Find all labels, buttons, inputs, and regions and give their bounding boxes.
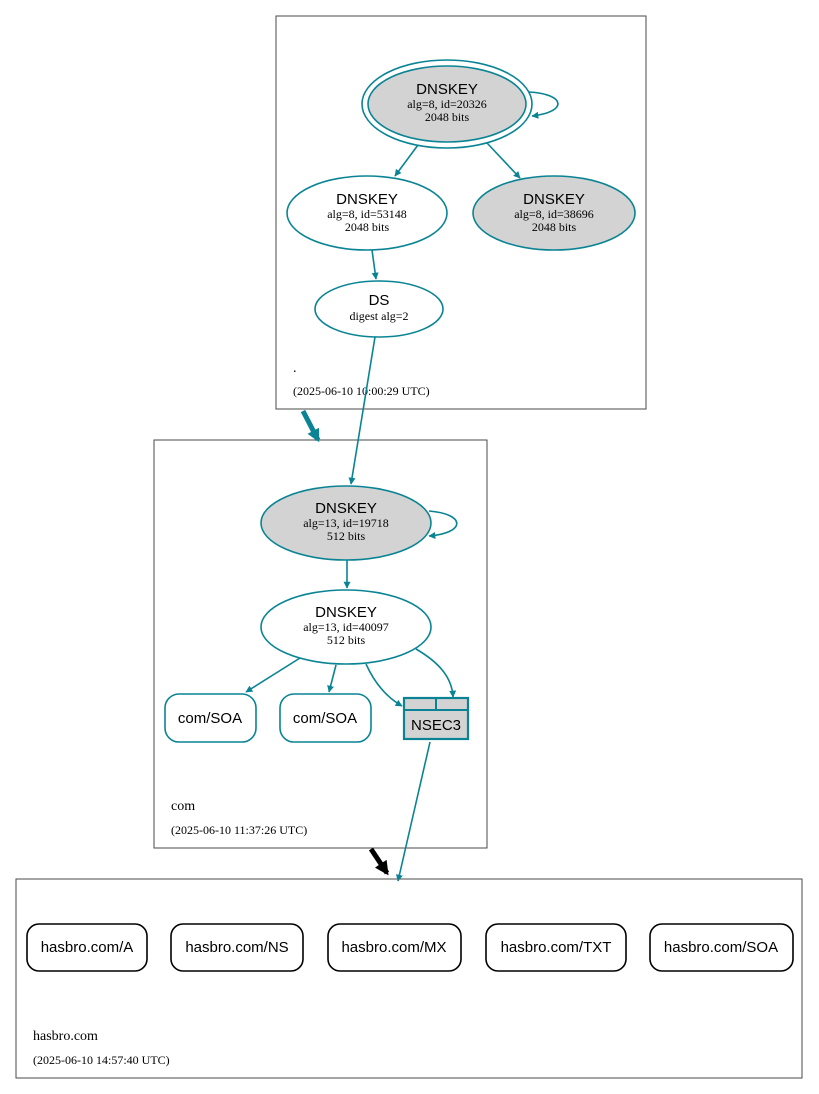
edge-com-zsk-soa2 <box>327 664 337 693</box>
edge-com-zsk-soa1 <box>245 657 301 693</box>
node-com-soa-2: com/SOA <box>279 693 372 743</box>
zone-hasbro: hasbro.com (2025-06-10 14:57:40 UTC) <box>15 878 803 1079</box>
record-label: hasbro.com/SOA <box>664 939 778 956</box>
edge-ds-com-ksk <box>348 336 376 485</box>
node-root-ksk-title: DNSKEY <box>416 81 478 98</box>
node-root-zsk1-line1: alg=8, id=53148 <box>327 207 407 221</box>
zone-hasbro-name: hasbro.com <box>33 1029 98 1044</box>
record-label: hasbro.com/NS <box>185 939 288 956</box>
node-root-zsk2-line2: 2048 bits <box>532 220 577 234</box>
node-root-zsk2: DNSKEY alg=8, id=38696 2048 bits <box>472 175 636 251</box>
node-com-zsk-title: DNSKEY <box>315 604 377 621</box>
edge-com-zsk-nsec3-b <box>415 648 457 698</box>
node-root-ksk: DNSKEY alg=8, id=20326 2048 bits <box>361 59 533 149</box>
edge-nsec3-hasbro <box>396 741 431 882</box>
node-com-zsk-line2: 512 bits <box>327 633 366 647</box>
node-root-zsk1-line2: 2048 bits <box>345 220 390 234</box>
edge-zsk1-ds <box>371 249 379 280</box>
record-hasbro-txt: hasbro.com/TXT <box>485 923 627 972</box>
edge-root-ksk-zsk2 <box>486 142 521 179</box>
node-com-ksk-title: DNSKEY <box>315 500 377 517</box>
edge-delegation-root-com <box>300 409 321 443</box>
zone-hasbro-timestamp: (2025-06-10 14:57:40 UTC) <box>33 1053 170 1067</box>
node-root-zsk2-title: DNSKEY <box>523 191 585 208</box>
node-root-ksk-line1: alg=8, id=20326 <box>407 97 487 111</box>
node-com-soa-2-label: com/SOA <box>293 710 357 727</box>
record-hasbro-soa: hasbro.com/SOA <box>649 923 794 972</box>
edge-delegation-com-hasbro <box>368 847 390 876</box>
node-root-ksk-line2: 2048 bits <box>425 110 470 124</box>
node-com-zsk-line1: alg=13, id=40097 <box>303 620 389 634</box>
node-ds: DS digest alg=2 <box>314 280 444 338</box>
record-hasbro-mx: hasbro.com/MX <box>327 923 462 972</box>
node-root-zsk1-title: DNSKEY <box>336 191 398 208</box>
node-nsec3: NSEC3 <box>402 696 470 741</box>
node-com-ksk-line2: 512 bits <box>327 529 366 543</box>
node-ds-line1: digest alg=2 <box>349 309 408 323</box>
node-com-soa-1-label: com/SOA <box>178 710 242 727</box>
node-com-ksk-line1: alg=13, id=19718 <box>303 516 389 530</box>
edge-root-ksk-zsk1 <box>394 144 419 177</box>
record-hasbro-ns: hasbro.com/NS <box>170 923 304 972</box>
record-label: hasbro.com/TXT <box>501 939 612 956</box>
node-ds-title: DS <box>369 292 390 309</box>
node-nsec3-label: NSEC3 <box>411 717 461 734</box>
node-root-zsk1: DNSKEY alg=8, id=53148 2048 bits <box>286 175 448 251</box>
record-label: hasbro.com/A <box>41 939 134 956</box>
edge-root-ksk-self <box>528 91 559 119</box>
node-com-soa-1: com/SOA <box>164 693 257 743</box>
node-com-ksk: DNSKEY alg=13, id=19718 512 bits <box>260 485 432 561</box>
edge-com-ksk-self <box>428 510 458 539</box>
record-list: hasbro.com/A hasbro.com/NS hasbro.com/MX… <box>26 923 794 972</box>
node-com-zsk: DNSKEY alg=13, id=40097 512 bits <box>260 589 432 665</box>
edge-com-zsk-nsec3-a <box>365 663 403 707</box>
record-label: hasbro.com/MX <box>341 939 446 956</box>
zone-root-name: . <box>293 361 297 376</box>
zone-root-timestamp: (2025-06-10 10:00:29 UTC) <box>293 384 430 398</box>
record-hasbro-a: hasbro.com/A <box>26 923 148 972</box>
zone-com-timestamp: (2025-06-10 11:37:26 UTC) <box>171 823 307 837</box>
node-root-zsk2-line1: alg=8, id=38696 <box>514 207 594 221</box>
edges <box>245 91 559 882</box>
zone-com-name: com <box>171 799 195 814</box>
